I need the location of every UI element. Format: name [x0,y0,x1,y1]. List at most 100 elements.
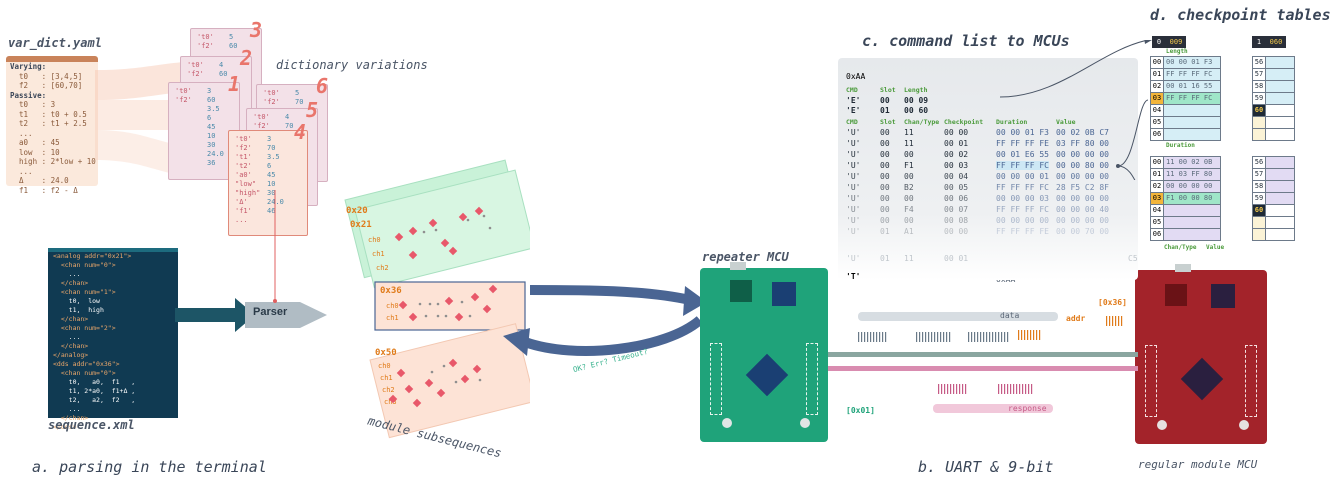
cmd-cell: 00 03 [944,161,969,170]
cmd-cell: 00 00 00 40 [1056,205,1109,214]
module-0x21-mark [408,250,418,260]
dict-key: 'f2' [197,42,214,50]
dict-value: 36 [207,159,216,167]
uart-response-label: response [1008,404,1047,413]
response-bit [959,384,961,394]
cmd-cell: 00 02 [944,150,969,159]
xml-line: t2, a2, f2 , [53,396,136,404]
cmd-addr: 0xAA [846,72,866,81]
cmd-cell: 00 00 00 00 [996,216,1049,225]
cmd-cell: 00 60 [904,106,929,115]
module-0x21-ch0: ch0 [368,236,381,244]
data-bit [968,332,970,342]
module-0x36-mark [470,292,480,302]
dict-key: "high" [235,189,261,197]
xml-card: <analog addr="0x21"> <chan num="0"> ... … [48,248,178,431]
cmd-header-cell: Duration [996,118,1028,126]
dict-variations-label: dictionary variations [276,58,428,72]
dict-value: 5 [295,89,300,97]
dict-value: 70 [285,122,294,130]
data-bit [922,332,924,342]
module-0x50-mark [396,368,406,378]
cmd-cell: 11 [904,128,914,137]
data-bit [928,332,930,342]
dict-key: 't0' [175,87,192,95]
duration-cell [1163,128,1221,141]
module-0x36-mark [444,296,454,306]
addr-bit [1033,330,1035,340]
chan-label: Chan/Type [1164,244,1197,251]
addr-bit [1039,330,1041,340]
module-dot [460,300,464,304]
addr-bit [1030,330,1032,340]
table-index: 06 [1150,228,1164,241]
cmd-cell: 'U' [846,128,861,137]
xml-line: </chan> [53,279,89,287]
cmd-cell: 00 05 [944,183,969,192]
cmd-cell: 'U' [846,254,861,263]
xml-line: ... [53,405,81,413]
response-bit [1025,384,1027,394]
yaml-line: f2 : [60,70] [10,81,83,90]
yaml-line: t0 : 3 [10,100,56,109]
data-bit [861,332,863,342]
module-0x21-mark [408,226,418,236]
dict-value: 4 [285,113,290,121]
response-bit [947,384,949,394]
data-bit [937,332,939,342]
module-addr-0x20: 0x20 [346,206,368,216]
xml-line: <chan num="2"> [53,324,116,332]
slot0-len: 009 [1166,36,1186,48]
chan-value-cell [1163,228,1221,241]
cmd-cell: 00 07 [944,205,969,214]
repeater-board [700,262,828,442]
cmd-cell: 00 00 00 03 [996,194,1049,203]
dict-value: 6 [267,162,272,170]
data-bit [882,332,884,342]
module-dot [436,302,440,306]
cmd-cell: 00 00 [944,128,969,137]
cmd-cell: FF FF FF FC [996,161,1049,170]
response-bit [1013,384,1015,394]
right-value-cell-extra [1265,228,1295,241]
module-0x21-ch2: ch2 [376,264,389,272]
xml-line: <chan num="0"> [53,261,116,269]
uart-data-label: data [1000,311,1020,320]
cmd-cell: 00 00 00 00 [1056,172,1109,181]
addr-bit [1024,330,1026,340]
cmd-tail: 'T' [846,272,861,281]
dict-value: 46 [267,207,276,215]
cmd-cell: 00 [880,172,890,181]
uart-addr-label: addr [1066,314,1086,323]
data-bit [934,332,936,342]
slot0-label: 0 [1152,36,1166,48]
dict-value: 60 [229,42,238,50]
cmd-cell: 11 [904,139,914,148]
cmd-header-cell: Slot [880,86,896,94]
dict-value: 30 [267,189,276,197]
cmd-cell: 'U' [846,139,861,148]
xml-line: </chan> [53,342,89,350]
dict-value: 10 [207,132,216,140]
caption-b: b. UART & 9-bit [918,458,1054,476]
response-bit [1001,384,1003,394]
dict-key: 'Δ' [235,198,248,206]
response-bit [1022,384,1024,394]
xml-line: </dds> [53,423,77,431]
data-bit [983,332,985,342]
cmd-cell: 00 [880,216,890,225]
caption-c: c. command list to MCUs [862,32,1070,50]
response-bit [1028,384,1030,394]
dict-keys: 't0''f2''t1''t2''a0'"low""high"'Δ''f1'..… [235,135,260,225]
cmd-cell: 00 00 80 00 [1056,161,1109,170]
repeater-label: repeater MCU [702,250,789,264]
module-0x21-mark [458,212,468,222]
xml-line: ... [53,270,81,278]
cmd-cell: 00 [904,172,914,181]
cmd-cell: 11 [904,254,914,263]
data-bit [971,332,973,342]
cmd-cell: 01 [880,254,890,263]
dict-card-number: 4 [294,120,307,144]
cmd-cell: FF FF FF FC [996,183,1049,192]
